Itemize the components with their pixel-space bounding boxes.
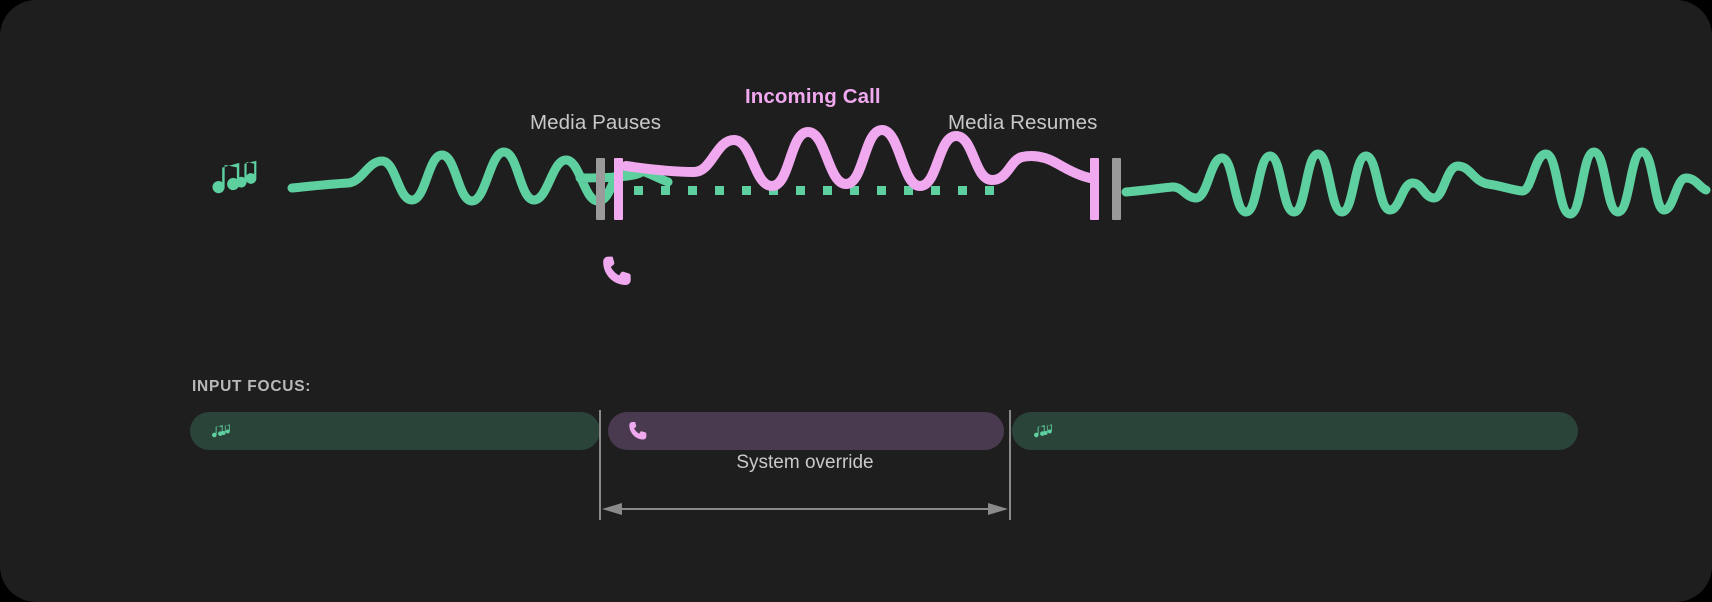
resume-marker-gray [1112, 158, 1121, 220]
system-override-label: System override [736, 452, 874, 473]
bracket-arrow-right [988, 503, 1008, 515]
pause-marker-pink [614, 158, 623, 220]
waveform-media-after [1121, 147, 1711, 219]
label-media-resumes: Media Resumes [948, 111, 1098, 134]
music-note-icon [212, 160, 257, 194]
phone-icon [629, 422, 647, 440]
label-media-pauses: Media Pauses [530, 111, 662, 134]
input-focus-title: INPUT FOCUS: [192, 378, 312, 395]
paused-media-dotted-track [634, 186, 994, 195]
timeline-graphic [212, 125, 1711, 285]
focus-chip-media-after[interactable] [1012, 412, 1578, 450]
focus-chip-incoming-call[interactable] [608, 412, 1004, 450]
resume-marker-pink [1090, 158, 1099, 220]
input-focus-track [190, 412, 1578, 450]
music-note-icon [1033, 424, 1052, 438]
focus-chip-media-before[interactable] [190, 412, 600, 450]
pause-marker-gray [596, 158, 605, 220]
audio-focus-timeline: Media Pauses Incoming Call Media Resumes [212, 85, 1711, 285]
waveform-media-before [287, 147, 645, 206]
override-bracket-graphic [599, 410, 1011, 520]
system-override-bracket: System override [190, 410, 1590, 530]
music-note-icon [211, 424, 230, 438]
label-incoming-call: Incoming Call [745, 85, 881, 108]
input-focus-section: INPUT FOCUS: [190, 378, 1590, 450]
bracket-arrow-left [602, 503, 622, 515]
waveform-incoming-call [621, 125, 1095, 191]
phone-icon [603, 256, 631, 285]
